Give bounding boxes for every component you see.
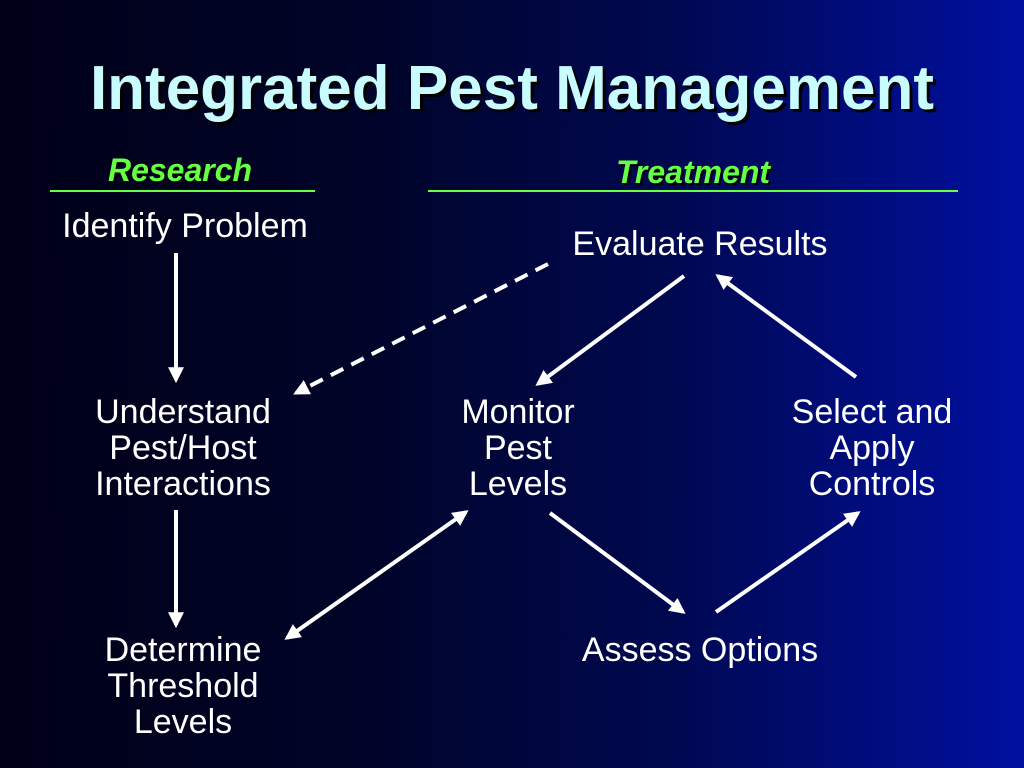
arrow-evaluate-to-understand-dashed [293, 262, 549, 395]
arrow-select-to-evaluate [715, 274, 858, 379]
node-determine-threshold: Determine Threshold Levels [104, 631, 262, 741]
treatment-heading: Treatment [615, 154, 771, 190]
arrow-monitor-to-assess [548, 511, 686, 614]
treatment-underline [428, 190, 958, 192]
arrow-evaluate-to-monitor [535, 274, 686, 386]
arrow-threshold-monitor-bidirectional [284, 510, 469, 640]
node-identify-problem: Identify Problem [62, 207, 308, 245]
research-underline [50, 190, 315, 192]
research-heading: Research [107, 152, 253, 188]
node-assess-options: Assess Options [581, 631, 819, 669]
node-evaluate-results: Evaluate Results [572, 225, 828, 263]
arrow-assess-to-select [714, 511, 861, 614]
slide-title: Integrated Pest Management [89, 54, 935, 123]
node-monitor-pest-levels: Monitor Pest Levels [461, 393, 575, 503]
node-understand-interactions: Understand Pest/Host Interactions [95, 393, 271, 503]
node-select-apply-controls: Select and Apply Controls [791, 393, 953, 503]
